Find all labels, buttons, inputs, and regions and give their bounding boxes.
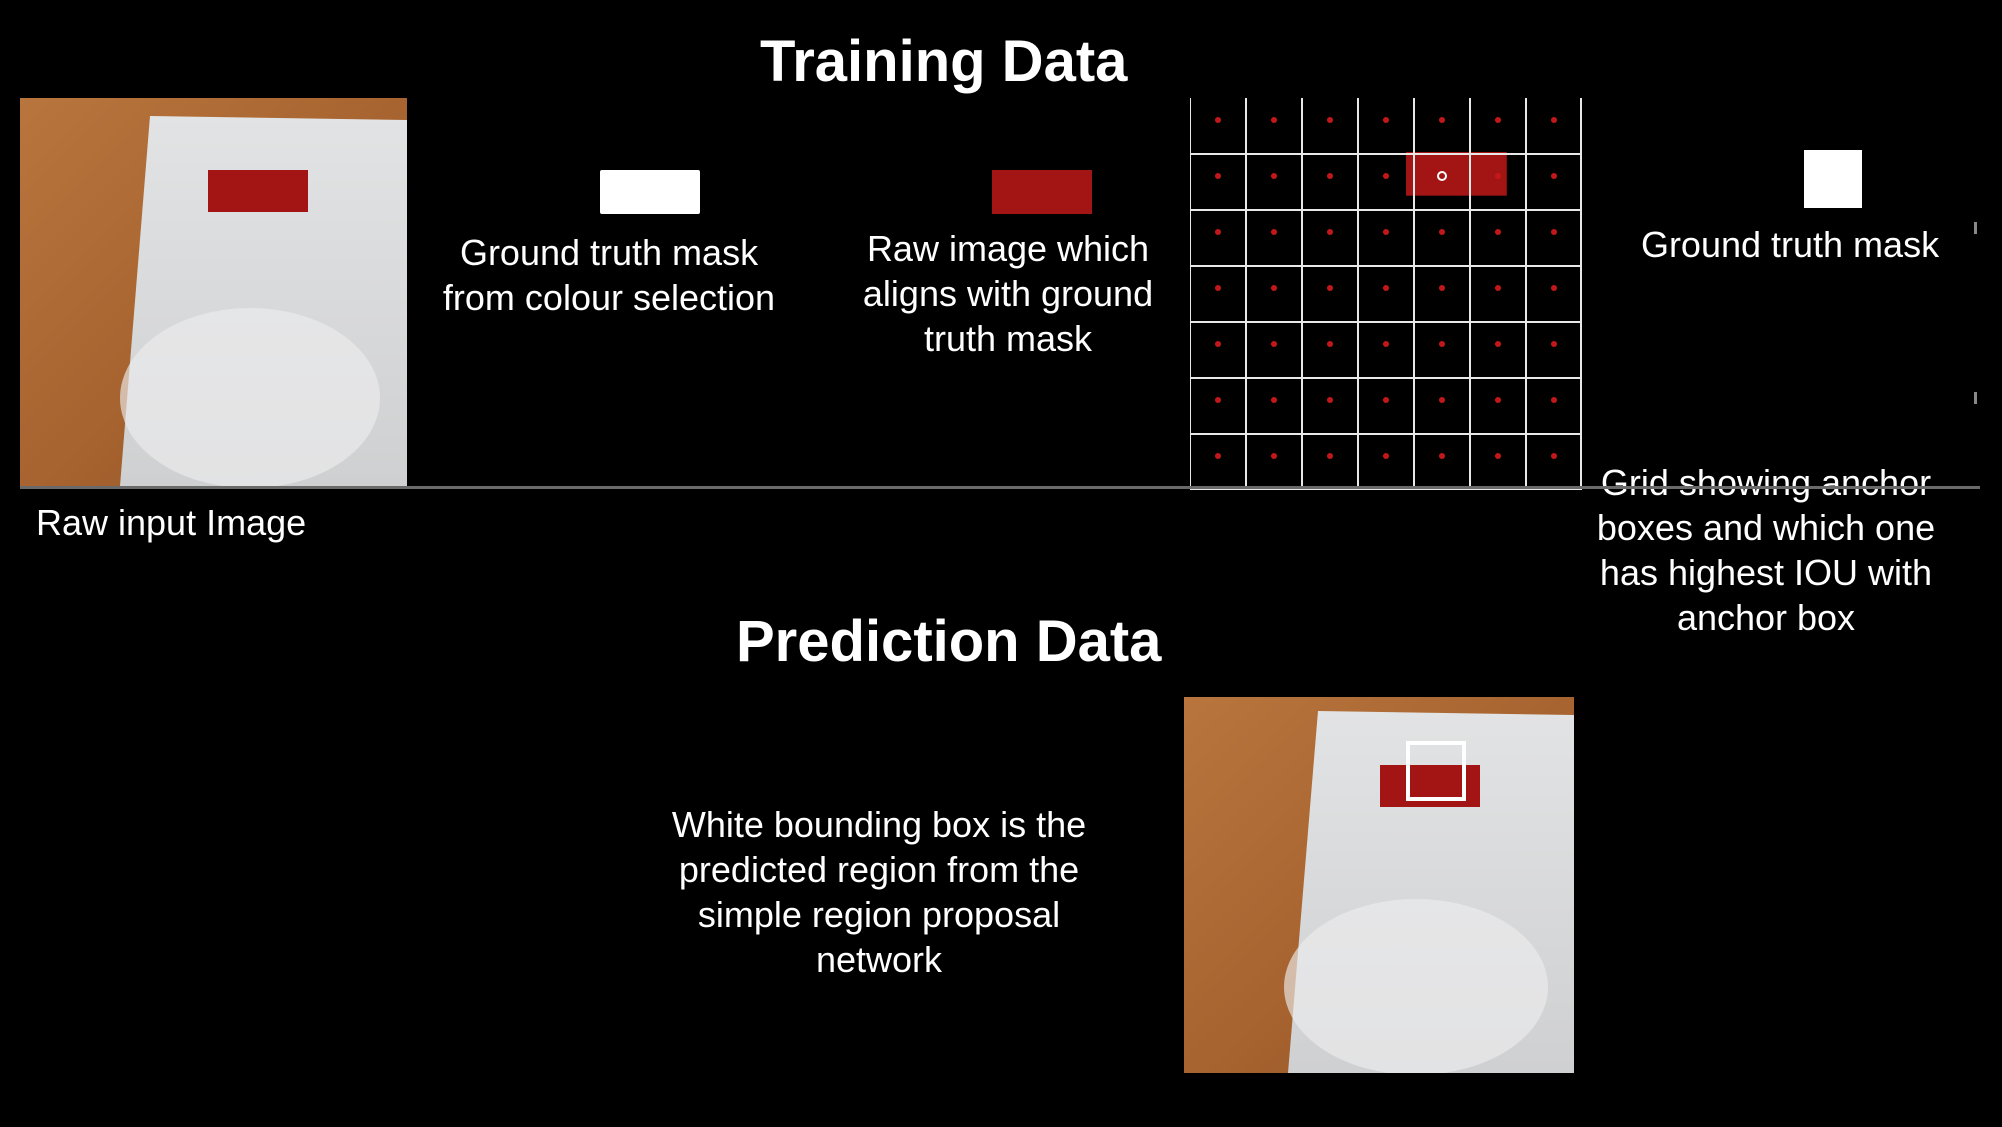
anchor-point: [1327, 453, 1333, 459]
grid-caption: Grid showing anchor boxes and which one …: [1596, 462, 1936, 638]
anchor-point: [1383, 285, 1389, 291]
anchor-point: [1439, 229, 1445, 235]
anchor-point: [1215, 173, 1221, 179]
anchor-point: [1215, 285, 1221, 291]
anchor-point: [1215, 397, 1221, 403]
gt-mask-colour-caption: Ground truth mask from colour selection: [442, 232, 776, 318]
anchor-grid: [1189, 98, 1582, 490]
anchor-point: [1215, 453, 1221, 459]
anchor-point: [1215, 341, 1221, 347]
anchor-point: [1271, 229, 1277, 235]
prediction-data-title: Prediction Data: [736, 609, 1162, 674]
anchor-point: [1271, 453, 1277, 459]
anchor-point: [1551, 397, 1557, 403]
aligned-raw-caption: Raw image which aligns with ground truth…: [862, 228, 1154, 359]
anchor-point: [1551, 285, 1557, 291]
anchor-point: [1495, 397, 1501, 403]
anchor-point: [1439, 453, 1445, 459]
anchor-point: [1327, 341, 1333, 347]
anchor-point: [1327, 229, 1333, 235]
anchor-point: [1271, 285, 1277, 291]
anchor-point: [1215, 229, 1221, 235]
gt-mask-white-patch: [600, 170, 700, 214]
anchor-point: [1439, 285, 1445, 291]
anchor-point: [1383, 117, 1389, 123]
section-divider: [20, 486, 1980, 489]
matched-mask-region: [1406, 152, 1507, 196]
anchor-point: [1495, 229, 1501, 235]
anchor-point: [1551, 173, 1557, 179]
edge-tick-lower: [1974, 392, 1977, 404]
red-tape: [208, 170, 308, 212]
anchor-point: [1551, 117, 1557, 123]
anchor-point: [1327, 285, 1333, 291]
anchor-point: [1383, 229, 1389, 235]
prediction-image: [1184, 697, 1574, 1073]
gt-mask-square: [1804, 150, 1862, 208]
anchor-point: [1439, 341, 1445, 347]
training-data-title: Training Data: [760, 29, 1128, 94]
anchor-point: [1439, 117, 1445, 123]
anchor-point: [1495, 285, 1501, 291]
anchor-point: [1551, 229, 1557, 235]
anchor-point: [1551, 341, 1557, 347]
anchor-point: [1495, 453, 1501, 459]
best-anchor-point: [1437, 171, 1447, 181]
anchor-point: [1495, 173, 1501, 179]
anchor-point: [1383, 341, 1389, 347]
anchor-point: [1495, 117, 1501, 123]
anchor-point: [1215, 117, 1221, 123]
predicted-bounding-box: [1406, 741, 1466, 801]
prediction-caption: White bounding box is the predicted regi…: [671, 804, 1087, 980]
gt-mask-caption: Ground truth mask: [1640, 224, 1940, 265]
anchor-point: [1271, 397, 1277, 403]
anchor-point: [1327, 397, 1333, 403]
anchor-point: [1271, 341, 1277, 347]
anchor-point: [1383, 397, 1389, 403]
aligned-red-patch: [992, 170, 1092, 214]
anchor-point: [1383, 453, 1389, 459]
anchor-point: [1383, 173, 1389, 179]
anchor-point: [1271, 117, 1277, 123]
anchor-point: [1327, 173, 1333, 179]
edge-tick-upper: [1974, 222, 1977, 234]
raw-input-caption: Raw input Image: [36, 502, 307, 543]
anchor-point: [1551, 453, 1557, 459]
raw-input-image: [20, 98, 407, 486]
anchor-point: [1271, 173, 1277, 179]
anchor-point: [1495, 341, 1501, 347]
anchor-point: [1439, 397, 1445, 403]
anchor-point: [1327, 117, 1333, 123]
